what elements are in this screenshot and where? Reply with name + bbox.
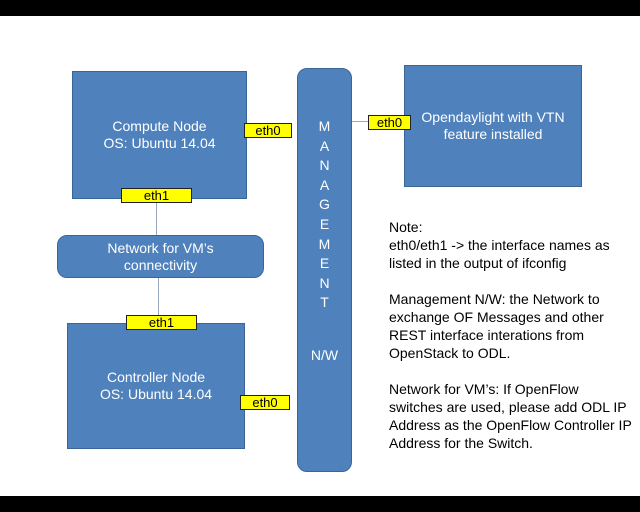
- management-letter: G: [319, 196, 330, 213]
- diagram-canvas: Compute Node OS: Ubuntu 14.04 Opendaylig…: [0, 16, 640, 496]
- odl-subtitle: feature installed: [443, 126, 543, 142]
- management-letter: E: [319, 215, 330, 232]
- vm-network-line1: Network for VM’s: [107, 239, 214, 256]
- note-title: Note:: [389, 219, 423, 235]
- management-letter: N: [319, 157, 330, 174]
- controller-node-title: Controller Node: [106, 369, 206, 385]
- connector-compute-to-vmnet: [156, 202, 157, 235]
- management-letter: N: [319, 274, 330, 291]
- controller-eth0-tag: eth0: [240, 395, 290, 410]
- compute-node-title: Compute Node: [112, 118, 207, 134]
- controller-node-os: OS: Ubuntu 14.04: [99, 386, 213, 402]
- compute-eth1-tag: eth1: [121, 188, 192, 203]
- vm-network: Network for VM’s connectivity: [57, 235, 264, 278]
- management-letter: E: [319, 255, 330, 272]
- note-vm-network: Network for VM’s: If OpenFlow switches a…: [389, 381, 632, 451]
- management-nw-label: N/W: [310, 347, 339, 363]
- note-interface-names: eth0/eth1 -> the interface names as list…: [389, 237, 610, 271]
- management-letter: M: [318, 118, 331, 134]
- management-letter: T: [320, 294, 329, 311]
- compute-node-os: OS: Ubuntu 14.04: [103, 135, 216, 151]
- management-label: M A N A G E M E N T: [298, 117, 351, 313]
- compute-node: Compute Node OS: Ubuntu 14.04: [72, 71, 247, 199]
- note-management-nw: Management N/W: the Network to exchange …: [389, 291, 604, 361]
- opendaylight-node: Opendaylight with VTN feature installed: [404, 65, 582, 187]
- odl-eth0-tag: eth0: [368, 115, 411, 130]
- note-text: Note: eth0/eth1 -> the interface names a…: [389, 218, 634, 470]
- vm-network-line2: connectivity: [123, 256, 198, 273]
- odl-title: Opendaylight with VTN: [421, 109, 565, 125]
- compute-eth0-tag: eth0: [244, 123, 292, 138]
- management-network: M A N A G E M E N T N/W: [297, 68, 352, 472]
- controller-eth1-tag: eth1: [126, 315, 197, 330]
- controller-node: Controller Node OS: Ubuntu 14.04: [67, 323, 245, 449]
- management-letter: A: [319, 137, 330, 154]
- management-letter: M: [318, 235, 331, 252]
- connector-vmnet-to-controller: [158, 278, 159, 315]
- management-letter: A: [319, 176, 330, 193]
